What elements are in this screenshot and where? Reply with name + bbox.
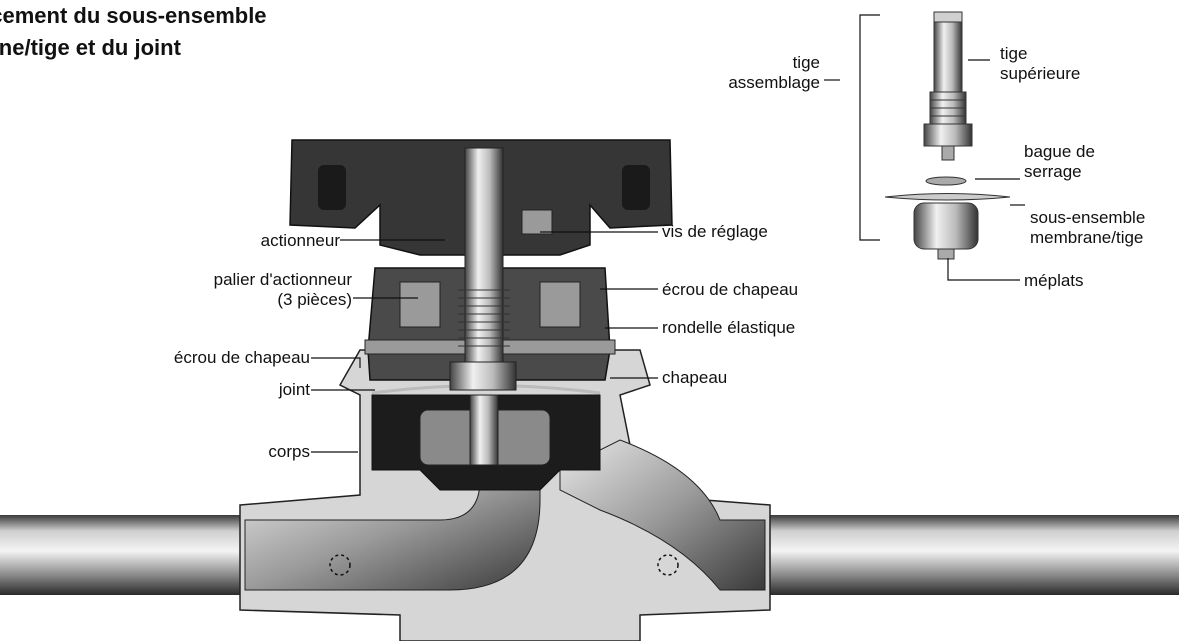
weld-mark-right — [657, 554, 679, 576]
label-joint: joint — [278, 380, 310, 399]
label-palier-line1: palier d'actionneur — [213, 270, 352, 289]
label-tige-assemblage-line2: assemblage — [728, 73, 820, 92]
label-bague-line1: bague de — [1024, 142, 1095, 161]
label-palier-line2: (3 pièces) — [277, 290, 352, 309]
exploded-stem-assembly — [884, 11, 1011, 260]
pipe-right — [760, 515, 1179, 595]
label-tige-superieure: tige supérieure — [1000, 44, 1080, 84]
stem-thread — [458, 289, 510, 347]
diaphragm-stem-subassembly — [913, 202, 979, 250]
label-tige-sup-line1: tige — [1000, 44, 1028, 63]
label-meplats: méplats — [1024, 271, 1084, 290]
label-vis-reglage: vis de réglage — [662, 222, 768, 241]
pipe-left — [0, 515, 250, 595]
label-ecrou-chapeau-left: écrou de chapeau — [173, 348, 310, 367]
set-screw — [521, 209, 553, 235]
label-palier: palier d'actionneur (3 pièces) — [160, 270, 352, 310]
flow-elbow-left — [244, 469, 541, 591]
label-tige-assemblage-line1: tige — [792, 53, 820, 72]
weld-mark-left — [329, 554, 351, 576]
label-tige-assemblage: tige assemblage — [700, 53, 820, 93]
label-sous-ensemble: sous-ensemble membrane/tige — [1030, 208, 1145, 248]
label-ecrou-chapeau-right: écrou de chapeau — [662, 280, 799, 299]
label-tige-sup-line2: supérieure — [1000, 64, 1081, 83]
stem — [464, 147, 504, 369]
label-bague-serrage: bague de serrage — [1024, 142, 1095, 182]
leader-lines — [311, 14, 1025, 453]
flow-elbow-right — [559, 439, 766, 591]
page-title: acement du sous-ensemble rane/tige et du… — [0, 0, 267, 64]
label-sous-ens-line1: sous-ensemble — [1030, 208, 1146, 227]
label-rondelle: rondelle élastique — [662, 318, 796, 337]
stem-nut — [449, 361, 517, 391]
title-line-1: acement du sous-ensemble — [0, 3, 267, 28]
title-line-2: rane/tige et du joint — [0, 35, 181, 60]
label-actionneur: actionneur — [260, 231, 340, 250]
label-bague-line2: serrage — [1024, 162, 1082, 181]
label-corps: corps — [268, 442, 310, 461]
label-sous-ens-line2: membrane/tige — [1030, 228, 1144, 247]
clamp-ring — [925, 176, 967, 186]
label-chapeau: chapeau — [662, 368, 728, 387]
